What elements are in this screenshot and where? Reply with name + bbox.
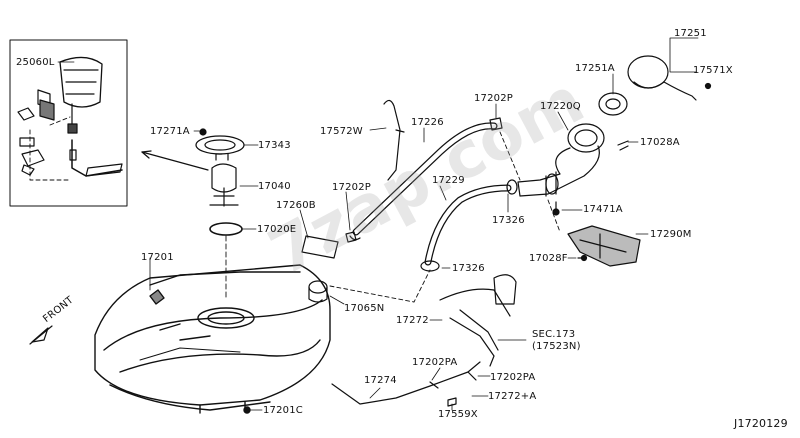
label-17201: 17201: [141, 252, 174, 263]
label-17028F: 17028F: [529, 253, 568, 264]
label-17020E: 17020E: [257, 224, 297, 235]
label-17471A: 17471A: [583, 204, 623, 215]
label-17260B: 17260B: [276, 200, 316, 211]
label-17040: 17040: [258, 181, 291, 192]
label-17251: 17251: [674, 28, 707, 39]
label-17065N: 17065N: [344, 303, 385, 314]
label-17343: 17343: [258, 140, 291, 151]
label-17572W: 17572W: [320, 126, 363, 137]
pump-parts: [195, 128, 245, 301]
inset-arrow: [141, 150, 209, 171]
label-17326-a: 17326: [492, 215, 525, 226]
diagram-id: J1720129: [734, 417, 788, 430]
part-17220Q: [517, 123, 605, 197]
label-17028A: 17028A: [640, 137, 680, 148]
part-17290M: [567, 225, 641, 267]
label-17290M: 17290M: [650, 229, 692, 240]
part-17065N: [308, 280, 328, 303]
label-17559X: 17559X: [438, 409, 478, 420]
label-17226: 17226: [411, 117, 444, 128]
pump-inset: [9, 39, 128, 207]
label-17202P-top: 17202P: [474, 93, 514, 104]
label-17274: 17274: [364, 375, 397, 386]
label-17272: 17272: [396, 315, 429, 326]
label-17202PA-a: 17202PA: [412, 357, 458, 368]
label-sec173-ref: (17523N): [532, 341, 581, 352]
bolt-17471A: [552, 201, 560, 216]
label-sec173: SEC.173: [532, 329, 576, 340]
label-17271A: 17271A: [150, 126, 190, 137]
bolt-17028F: [577, 254, 588, 262]
label-17326-b: 17326: [452, 263, 485, 274]
label-17251A: 17251A: [575, 63, 615, 74]
label-17220Q: 17220Q: [540, 101, 581, 112]
dashed-connectors: [329, 131, 561, 303]
part-17572W: [383, 99, 405, 181]
label-25060L: 25060L: [16, 57, 55, 68]
label-17229: 17229: [432, 175, 465, 186]
part-17260B: [301, 235, 339, 259]
part-17229: [424, 184, 512, 266]
bolt-17028A: [617, 140, 629, 151]
label-17272A: 17272+A: [488, 391, 537, 402]
leader-lines: [57, 37, 699, 411]
label-17202PA-b: 17202PA: [490, 372, 536, 383]
front-arrow: [29, 325, 53, 345]
label-17201C: 17201C: [263, 405, 303, 416]
label-17202P-mid: 17202P: [332, 182, 372, 193]
sec173-assembly: [331, 274, 517, 407]
part-17226: [349, 122, 498, 241]
clips-17202P: [345, 117, 503, 243]
label-17571X: 17571X: [693, 65, 733, 76]
fuel-tank: [94, 264, 331, 414]
